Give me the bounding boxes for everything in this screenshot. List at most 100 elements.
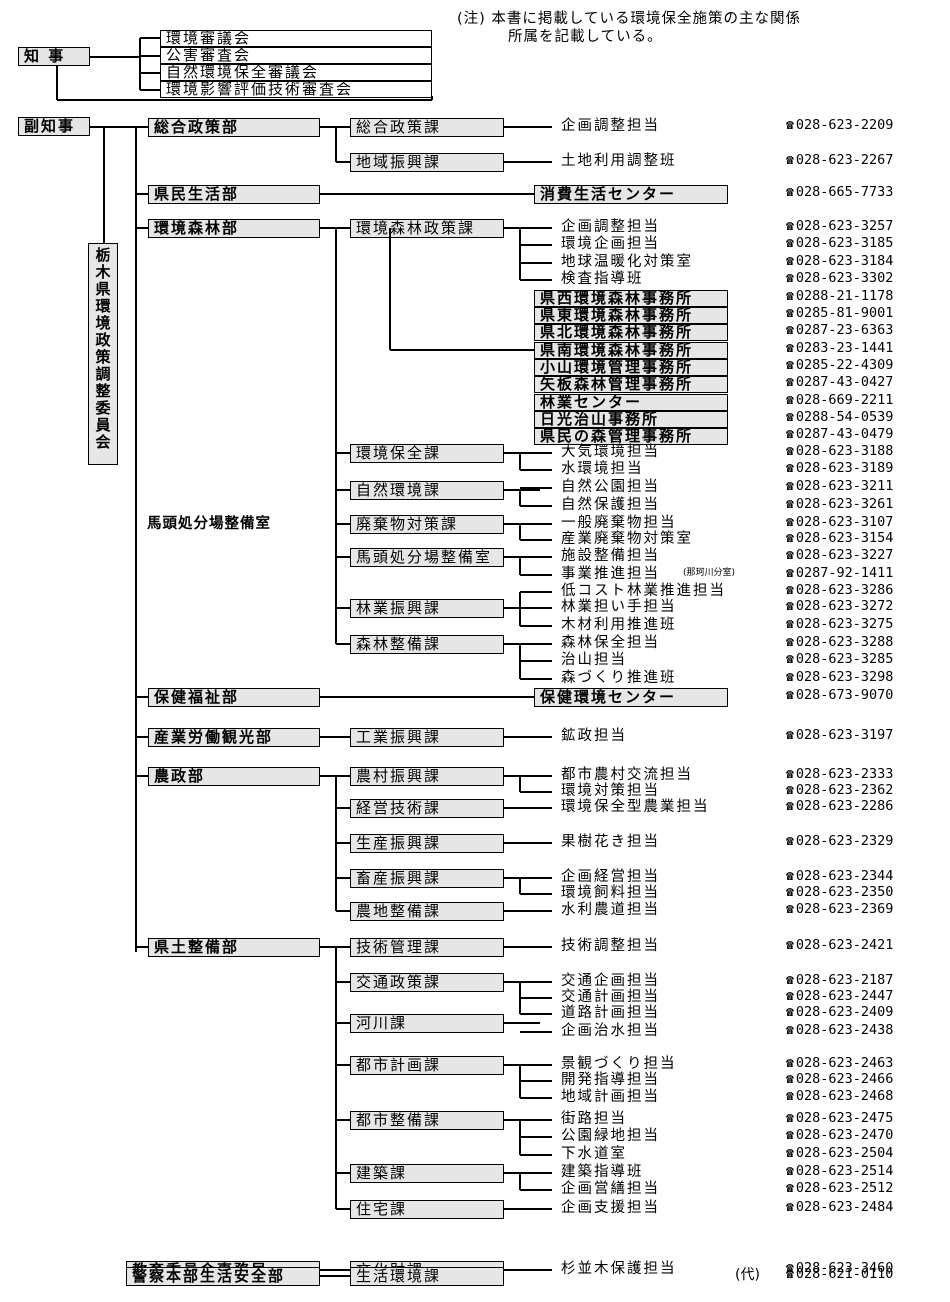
phone-number-text: 028-623-2350 (795, 884, 894, 900)
connector-line (136, 126, 148, 128)
center-box: 保健環境センター (534, 688, 728, 707)
committee-char: 整 (95, 382, 111, 400)
phone-number: ☎028-673-9070 (786, 687, 894, 703)
phone-number-text: 028-623-3197 (795, 727, 894, 743)
phone-number: ☎028-623-3302 (786, 271, 893, 286)
unit-label: 交通計画担当 (561, 989, 660, 1005)
council-box: 公害審査会 (160, 47, 432, 64)
connector-line (520, 574, 552, 576)
phone-number: ☎0287-43-0427 (786, 375, 893, 390)
section-box: 森林整備課 (350, 635, 504, 654)
phone-number: ☎028-623-3261 (786, 496, 894, 512)
unit-label: 自然保護担当 (561, 497, 660, 513)
unit-label: 環境飼料担当 (561, 885, 660, 901)
connector-line (140, 89, 160, 91)
unit-label: 環境対策担当 (561, 783, 660, 799)
unit-label: 土地利用調整班 (561, 153, 677, 169)
phone-icon: ☎ (786, 461, 794, 476)
phone-number-text: 028-623-2438 (795, 1022, 894, 1038)
phone-number: ☎028-623-2267 (786, 153, 893, 168)
phone-number-text: 028-623-3460 (795, 1260, 894, 1276)
phone-number-text: 028-623-2209 (795, 117, 894, 133)
connector-line (136, 775, 148, 777)
office-box: 日光治山事務所 (534, 411, 728, 428)
connector-line (520, 660, 552, 662)
connector-line (336, 842, 350, 844)
connector-line (519, 776, 521, 792)
connector-line (320, 775, 350, 777)
phone-number: ☎028-623-2463 (786, 1056, 893, 1071)
phone-number-text: 028-623-3288 (795, 634, 894, 650)
office-box: 県東環境森林事務所 (534, 307, 728, 324)
connector-line (520, 1172, 552, 1174)
phone-number: ☎0285-81-9001 (786, 306, 893, 321)
department-box: 産業労働観光部 (148, 728, 320, 747)
connector-line (520, 807, 552, 809)
department-box: 総合政策部 (148, 118, 320, 137)
connector-line (136, 227, 148, 229)
phone-icon: ☎ (786, 254, 794, 269)
phone-number: ☎028-623-3298 (786, 670, 893, 685)
unit-label: 環境企画担当 (561, 236, 660, 252)
phone-icon: ☎ (786, 583, 794, 598)
phone-number-text: 028-623-3211 (795, 478, 894, 494)
phone-icon: ☎ (786, 410, 794, 425)
connector-line (140, 72, 160, 74)
phone-number-text: 0287-43-0479 (795, 426, 894, 442)
connector-line (504, 489, 540, 491)
phone-number: ☎0288-21-1178 (786, 289, 893, 304)
phone-icon: ☎ (786, 834, 794, 849)
phone-number-text: 028-623-2369 (795, 901, 894, 917)
unit-label: 事業推進担当 (561, 566, 660, 582)
phone-number: ☎028-623-2187 (786, 973, 893, 988)
connector-line (135, 127, 137, 952)
connector-line (520, 505, 552, 507)
connector-line (520, 893, 552, 895)
connector-line (519, 490, 521, 506)
office-box: 小山環境管理事務所 (534, 359, 728, 376)
unit-label: 都市農村交流担当 (561, 767, 693, 783)
connector-line (520, 1013, 552, 1015)
phone-number: ☎028-623-2344 (786, 868, 894, 884)
phone-number: ☎0283-23-1441 (786, 341, 893, 356)
connector-line (520, 981, 552, 983)
unit-label: 産業廃棄物対策室 (561, 531, 693, 547)
phone-icon: ☎ (786, 375, 794, 390)
unit-label: 地球温暖化対策室 (561, 254, 693, 270)
connector-line (519, 453, 521, 470)
connector-line (520, 539, 552, 541)
connector-line (520, 1064, 552, 1066)
phone-number-text: 028-623-2344 (795, 868, 894, 884)
phone-number-text: 028-623-3107 (795, 514, 894, 530)
section-box: 都市整備課 (350, 1111, 504, 1130)
phone-number: ☎028-669-2211 (786, 393, 893, 408)
phone-number-text: 028-623-3261 (795, 496, 894, 512)
unit-label: 環境保全型農業担当 (561, 799, 710, 815)
phone-icon: ☎ (786, 306, 794, 321)
phone-number-text: 028-623-3185 (795, 235, 894, 251)
phone-icon: ☎ (786, 1261, 794, 1276)
section-box: 環境森林政策課 (350, 219, 504, 238)
committee-char: 政 (95, 331, 111, 349)
phone-icon: ☎ (786, 341, 794, 356)
phone-number-text: 028-623-2514 (795, 1163, 894, 1179)
connector-line (520, 556, 552, 558)
connector-line (335, 127, 337, 162)
unit-label: 企画治水担当 (561, 1023, 660, 1039)
phone-number: ☎028-623-3257 (786, 219, 893, 234)
connector-line (520, 736, 552, 738)
phone-number-text: 028-623-2286 (795, 798, 894, 814)
phone-number-text: 028-673-9070 (795, 687, 894, 703)
phone-number-text: 0285-22-4309 (795, 357, 894, 373)
connector-line (520, 997, 552, 999)
phone-number: ☎028-623-2475 (786, 1111, 893, 1126)
committee-char: 調 (95, 365, 111, 383)
unit-label: 一般廃棄物担当 (561, 515, 677, 531)
connector-line (336, 910, 350, 912)
phone-number: ☎028-623-2447 (786, 989, 893, 1004)
connector-line (520, 523, 552, 525)
phone-icon: ☎ (786, 289, 794, 304)
note-line-2: 所属を記載している。 (508, 29, 663, 45)
office-box: 林業センター (534, 394, 728, 411)
phone-number-text: 028-623-2421 (795, 937, 894, 953)
